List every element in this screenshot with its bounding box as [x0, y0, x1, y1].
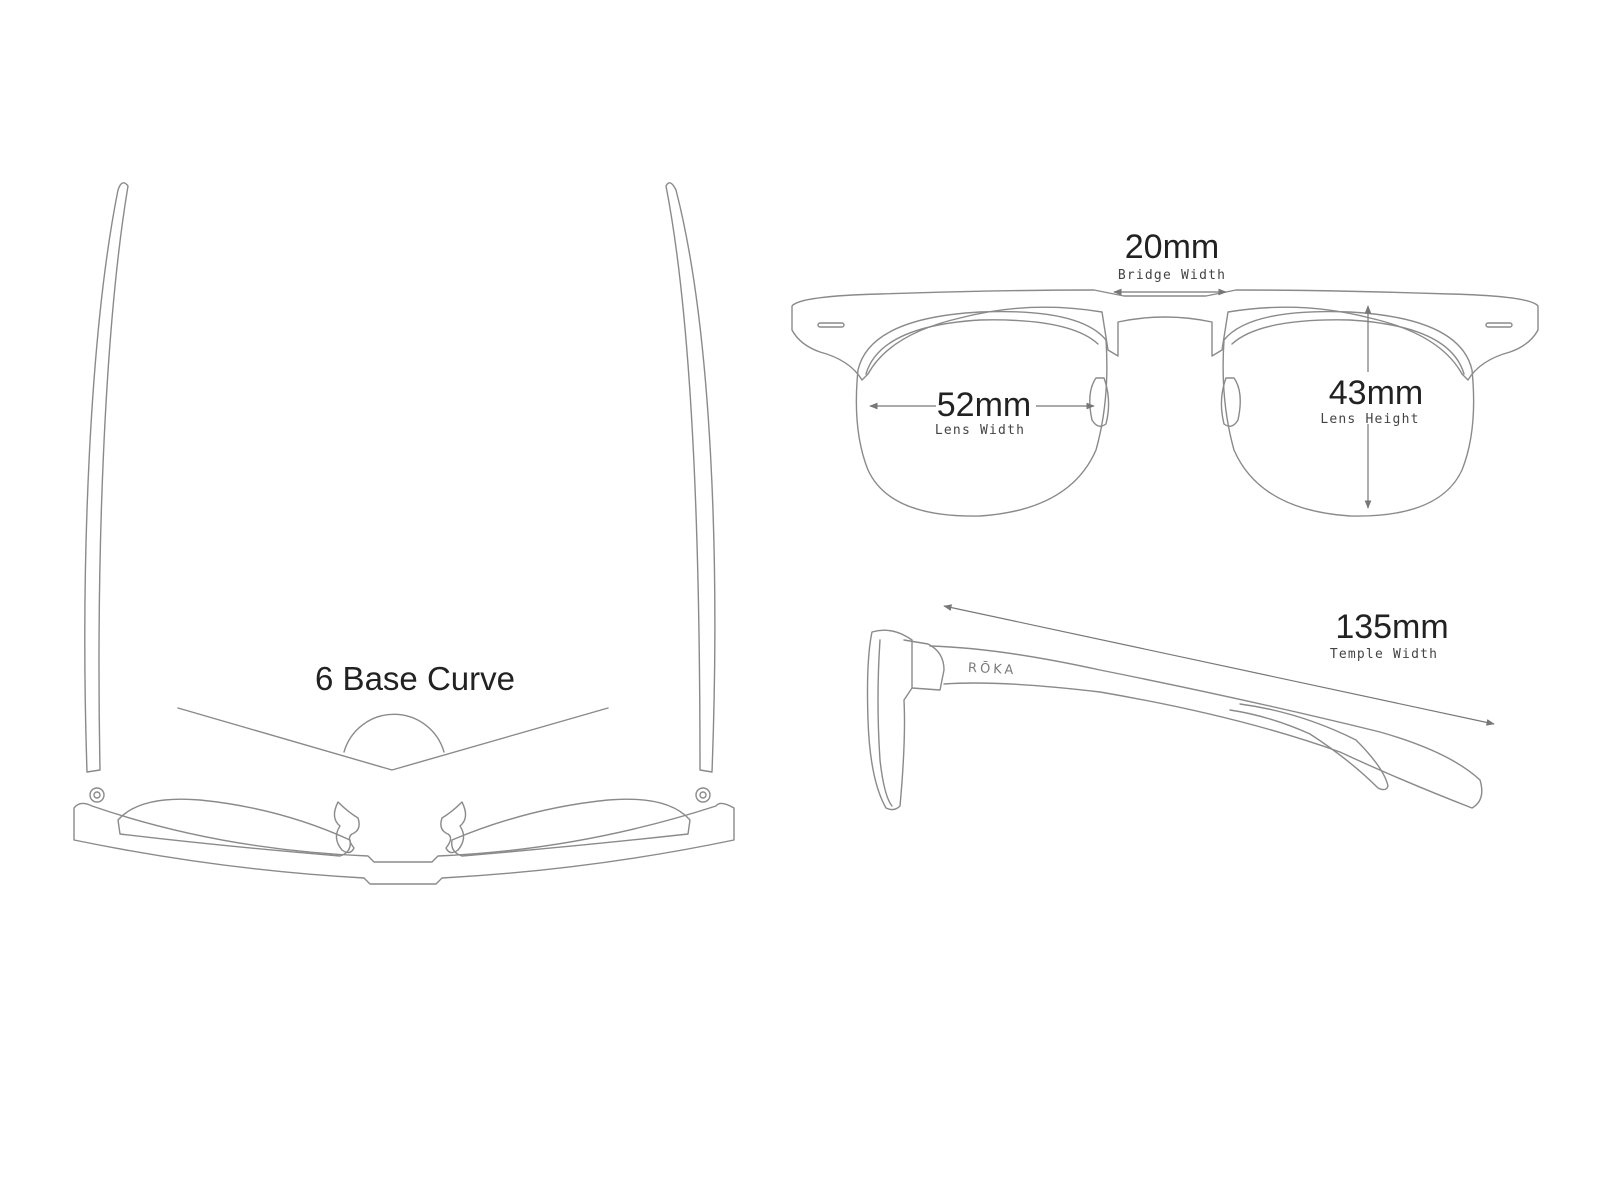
side-view-glasses: RŌKA 135mm Temple Width — [866, 604, 1495, 811]
front-right-lens — [1222, 310, 1475, 517]
temple-width-arrow — [943, 604, 1495, 726]
base-curve-label: 6 Base Curve — [315, 660, 515, 697]
front-left-lens-inner — [865, 319, 1099, 375]
lens-width-label: Lens Width — [935, 423, 1025, 438]
left-rivet-icon — [817, 322, 845, 328]
front-right-lens-inner — [1231, 319, 1465, 375]
bridge-width-label: Bridge Width — [1118, 268, 1226, 283]
right-hinge-icon — [695, 787, 711, 803]
front-right-nose-pad — [1220, 377, 1241, 427]
lens-width-label-bg — [936, 384, 1036, 430]
top-right-lens-rim — [451, 798, 691, 857]
top-right-nose-pad — [440, 801, 467, 854]
base-curve-angle — [177, 707, 609, 771]
left-temple-arm — [84, 182, 129, 773]
top-view-glasses: 6 Base Curve — [73, 182, 735, 885]
temple-width-value: 135mm — [1335, 608, 1448, 646]
base-curve-arc — [343, 713, 445, 753]
lens-height-label: Lens Height — [1320, 412, 1419, 427]
top-front-frame — [73, 802, 735, 885]
brand-logo: RŌKA — [968, 661, 1017, 679]
top-left-nose-pad — [333, 801, 360, 854]
lens-width-value: 52mm — [937, 386, 1031, 424]
left-hinge-icon — [89, 787, 105, 803]
side-lens-edge — [877, 639, 893, 807]
temple-width-label: Temple Width — [1330, 647, 1438, 662]
front-left-nose-pad — [1089, 377, 1110, 427]
side-hinge-block — [903, 639, 945, 691]
lens-height-label-bg — [1318, 372, 1422, 424]
right-rivet-icon — [1485, 322, 1513, 328]
lens-height-value: 43mm — [1329, 374, 1423, 412]
bridge-width-value: 20mm — [1125, 228, 1219, 266]
front-left-lens — [855, 310, 1108, 517]
right-temple-arm — [665, 182, 716, 773]
front-view-glasses: 20mm Bridge Width 52mm Lens Width 43mm L… — [791, 228, 1539, 517]
side-front-rim — [866, 629, 913, 811]
top-left-lens-rim — [117, 798, 351, 857]
side-temple-groove — [1229, 703, 1389, 791]
